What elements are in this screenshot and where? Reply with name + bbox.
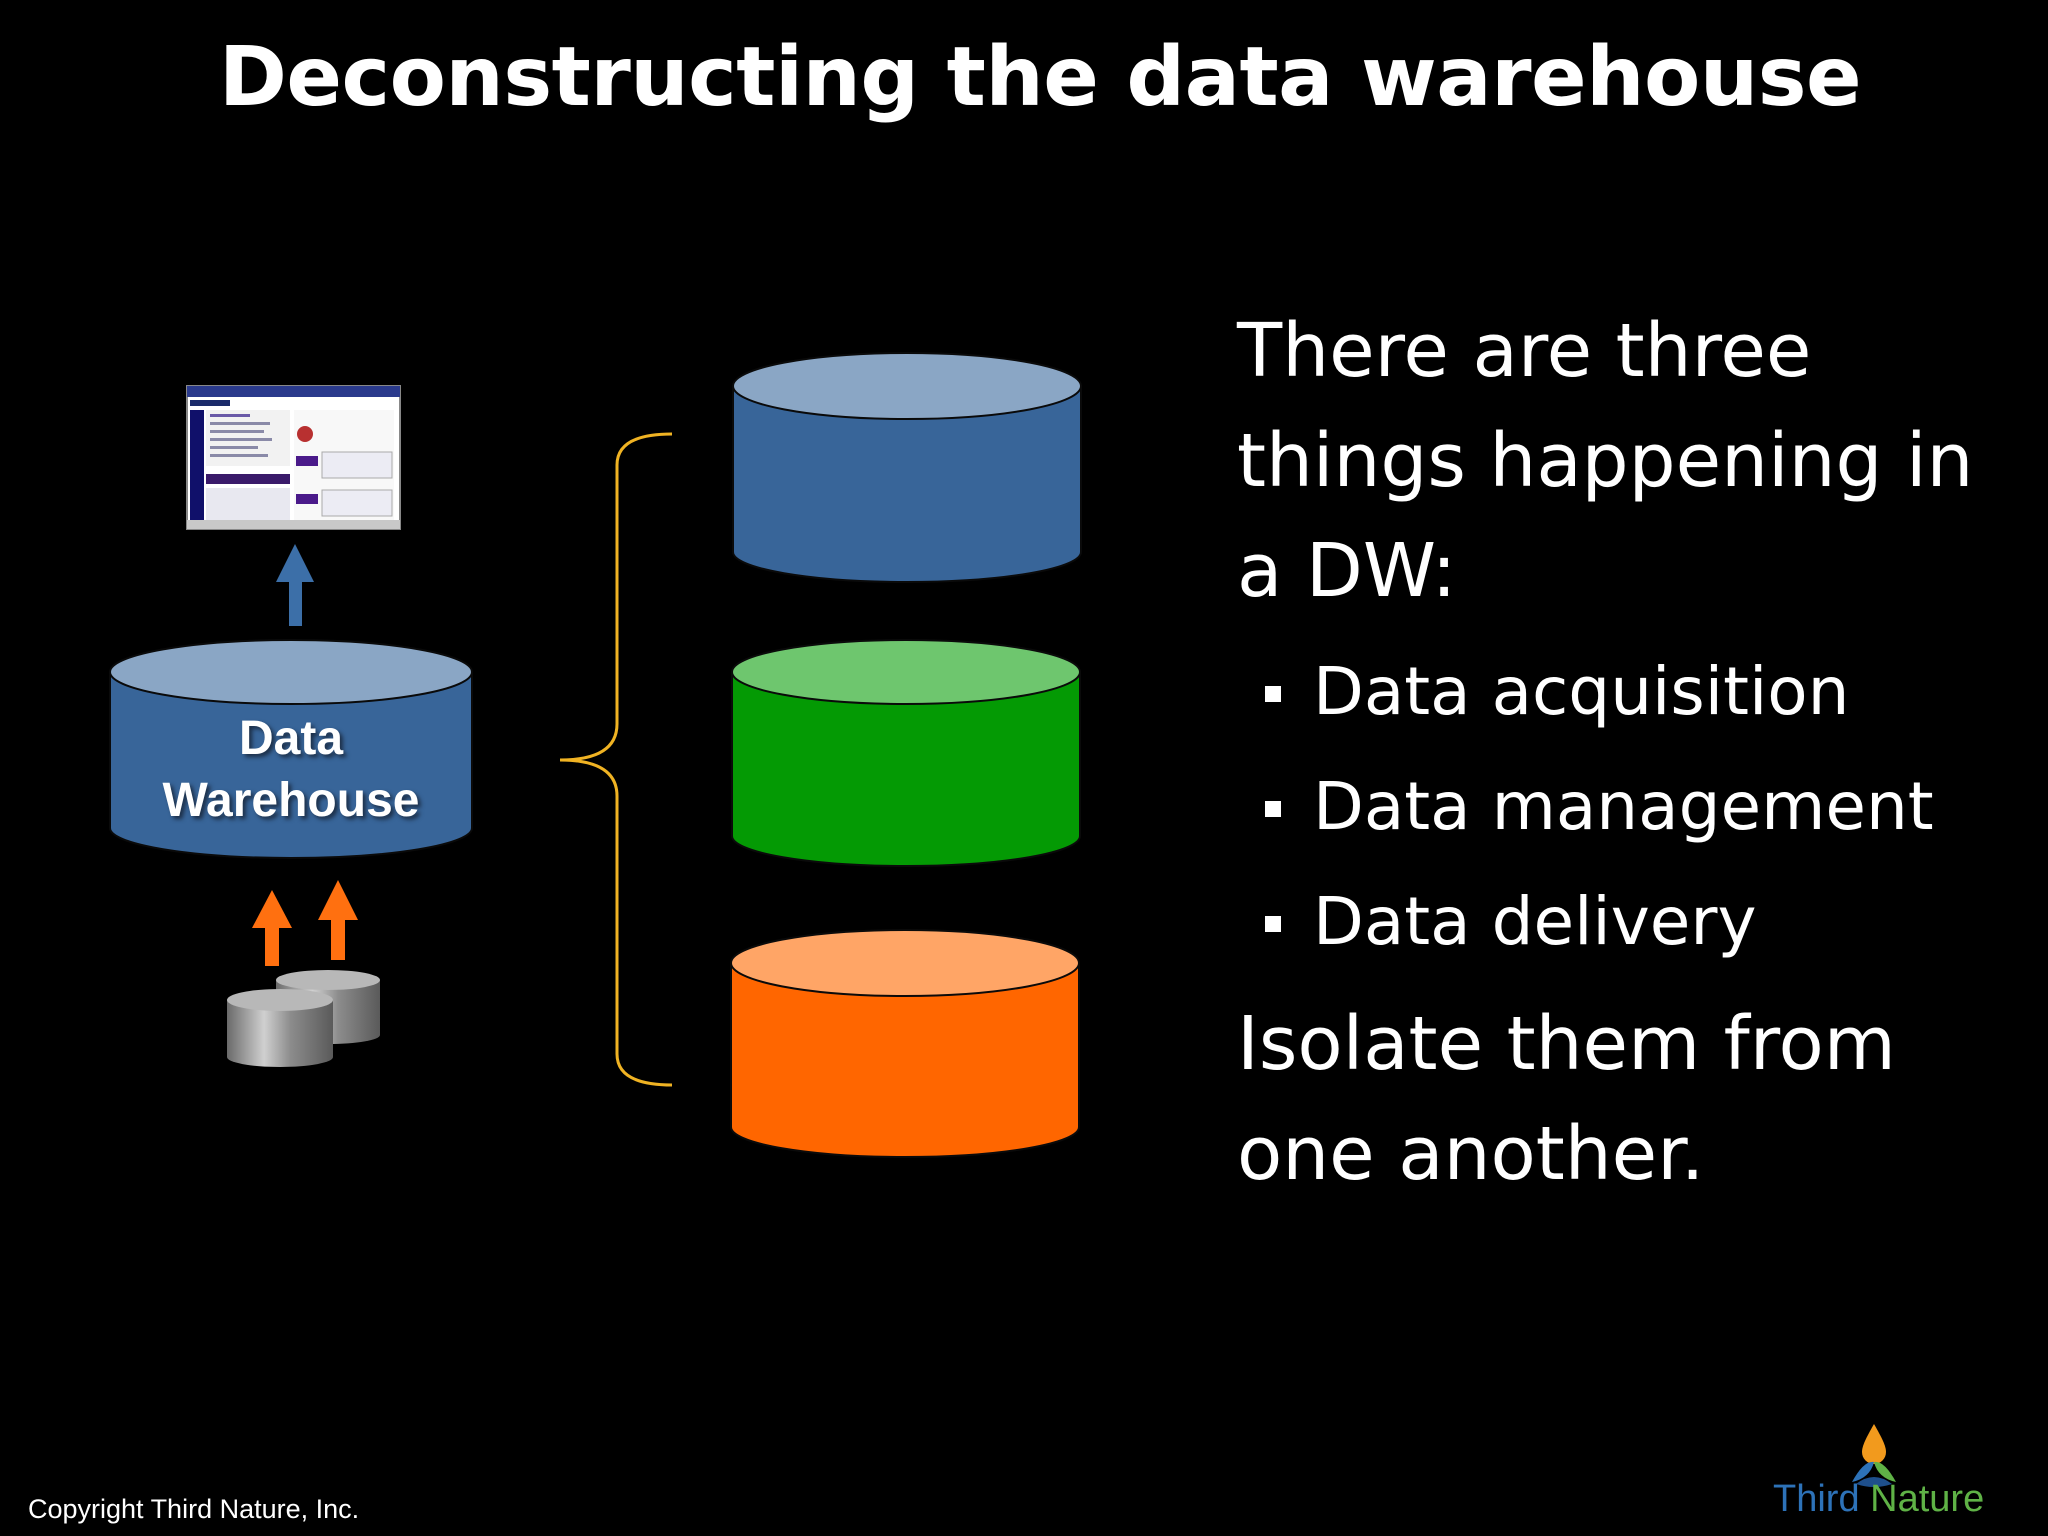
- third-nature-logo-icon: [1852, 1424, 1896, 1487]
- data-warehouse-cylinder: [109, 639, 473, 859]
- data-warehouse-label: Data Warehouse: [110, 708, 472, 832]
- report-screenshot-icon: [186, 385, 401, 530]
- bullet-item: Data delivery: [1237, 864, 2037, 979]
- text-panel: There are three things happening in a DW…: [1237, 296, 2037, 1209]
- delivery-cylinder: [730, 929, 1080, 1158]
- source-arrows: [252, 880, 358, 966]
- conclusion-text: Isolate them from one another.: [1237, 1001, 1896, 1197]
- grouping-brace: [559, 432, 673, 1087]
- bullet-item: Data management: [1237, 749, 2037, 864]
- bullet-text: Data acquisition: [1313, 653, 1850, 730]
- slide-title: Deconstructing the data warehouse: [218, 30, 1862, 125]
- data-warehouse-label-line1: Data: [238, 712, 344, 765]
- square-bullet-icon: [1265, 916, 1281, 932]
- logo-wordmark: Third Nature: [1773, 1478, 1984, 1521]
- bullet-text: Data management: [1313, 768, 1934, 845]
- logo-word-nature: Nature: [1870, 1478, 1985, 1520]
- source-database-icon: [227, 970, 380, 1067]
- square-bullet-icon: [1265, 801, 1281, 817]
- bullet-item: Data acquisition: [1237, 634, 2037, 749]
- data-warehouse-label-line2: Warehouse: [162, 774, 420, 827]
- bullet-list: Data acquisition Data management Data de…: [1237, 634, 2037, 979]
- copyright-text: Copyright Third Nature, Inc.: [28, 1494, 360, 1524]
- bullet-text: Data delivery: [1313, 883, 1757, 960]
- intro-text: There are three things happening in a DW…: [1237, 308, 1974, 614]
- logo-word-third: Third: [1773, 1478, 1860, 1520]
- management-cylinder: [731, 639, 1081, 867]
- square-bullet-icon: [1265, 686, 1281, 702]
- acquisition-cylinder: [732, 352, 1082, 583]
- output-arrow: [276, 544, 314, 626]
